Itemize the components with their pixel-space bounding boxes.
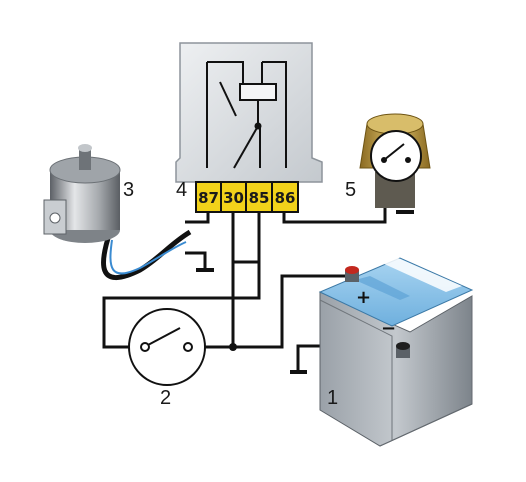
junction-dot xyxy=(229,343,237,351)
terminal-plus-cap xyxy=(345,266,359,274)
battery-minus-sign: − xyxy=(381,318,396,339)
wires xyxy=(102,203,400,372)
motor-shaft xyxy=(79,148,91,170)
manual-switch: 2 xyxy=(128,308,206,409)
pin-86-label: 86 xyxy=(275,189,296,207)
wire-86-sensor xyxy=(282,203,387,224)
battery-top-shade xyxy=(355,276,410,300)
label-battery: 1 xyxy=(327,387,338,409)
relay-body xyxy=(175,42,323,183)
wire-switch-loop xyxy=(102,262,261,349)
wire-battery-plus xyxy=(233,274,352,349)
wire-87-motor xyxy=(185,212,210,224)
motor-bolt xyxy=(49,212,61,224)
sensor-contact xyxy=(405,157,411,163)
wire-motor-ground xyxy=(185,251,207,270)
sensor-circle xyxy=(370,130,422,182)
motor-cable xyxy=(100,229,192,280)
switch-lever xyxy=(147,327,181,346)
pin-85-label: 85 xyxy=(249,189,270,207)
switch-contact-left xyxy=(140,342,150,352)
switch-circle xyxy=(128,308,206,386)
label-fan-motor: 3 xyxy=(123,179,134,201)
relay-coil xyxy=(239,83,277,101)
relay: 87 30 85 86 xyxy=(175,42,323,213)
ground-symbols xyxy=(196,210,414,374)
pin-30-label: 30 xyxy=(223,189,244,207)
switch-contact-right xyxy=(183,342,193,352)
motor-cable-blue xyxy=(109,239,187,275)
pin-87-label: 87 xyxy=(198,189,219,207)
terminal-minus-cap xyxy=(396,342,410,350)
relay-coil-top xyxy=(207,61,244,84)
relay-switch-arm xyxy=(233,125,259,169)
battery-plus-sign: + xyxy=(356,287,371,308)
label-thermo-switch: 5 xyxy=(345,179,356,201)
battery: + − 1 xyxy=(318,257,474,447)
sensor-switch-arm xyxy=(383,143,405,161)
label-switch: 2 xyxy=(160,387,171,409)
battery-label-stripe xyxy=(380,258,462,292)
fan-motor: 3 xyxy=(43,144,192,280)
motor-shaft-top xyxy=(78,144,92,152)
wire-85 xyxy=(232,212,261,264)
relay-contact-line xyxy=(219,81,237,117)
thermo-switch: 5 xyxy=(345,113,431,208)
battery-edge xyxy=(379,296,473,447)
battery-side xyxy=(319,299,393,440)
relay-coil-right xyxy=(262,61,287,168)
label-relay: 4 xyxy=(176,179,187,201)
